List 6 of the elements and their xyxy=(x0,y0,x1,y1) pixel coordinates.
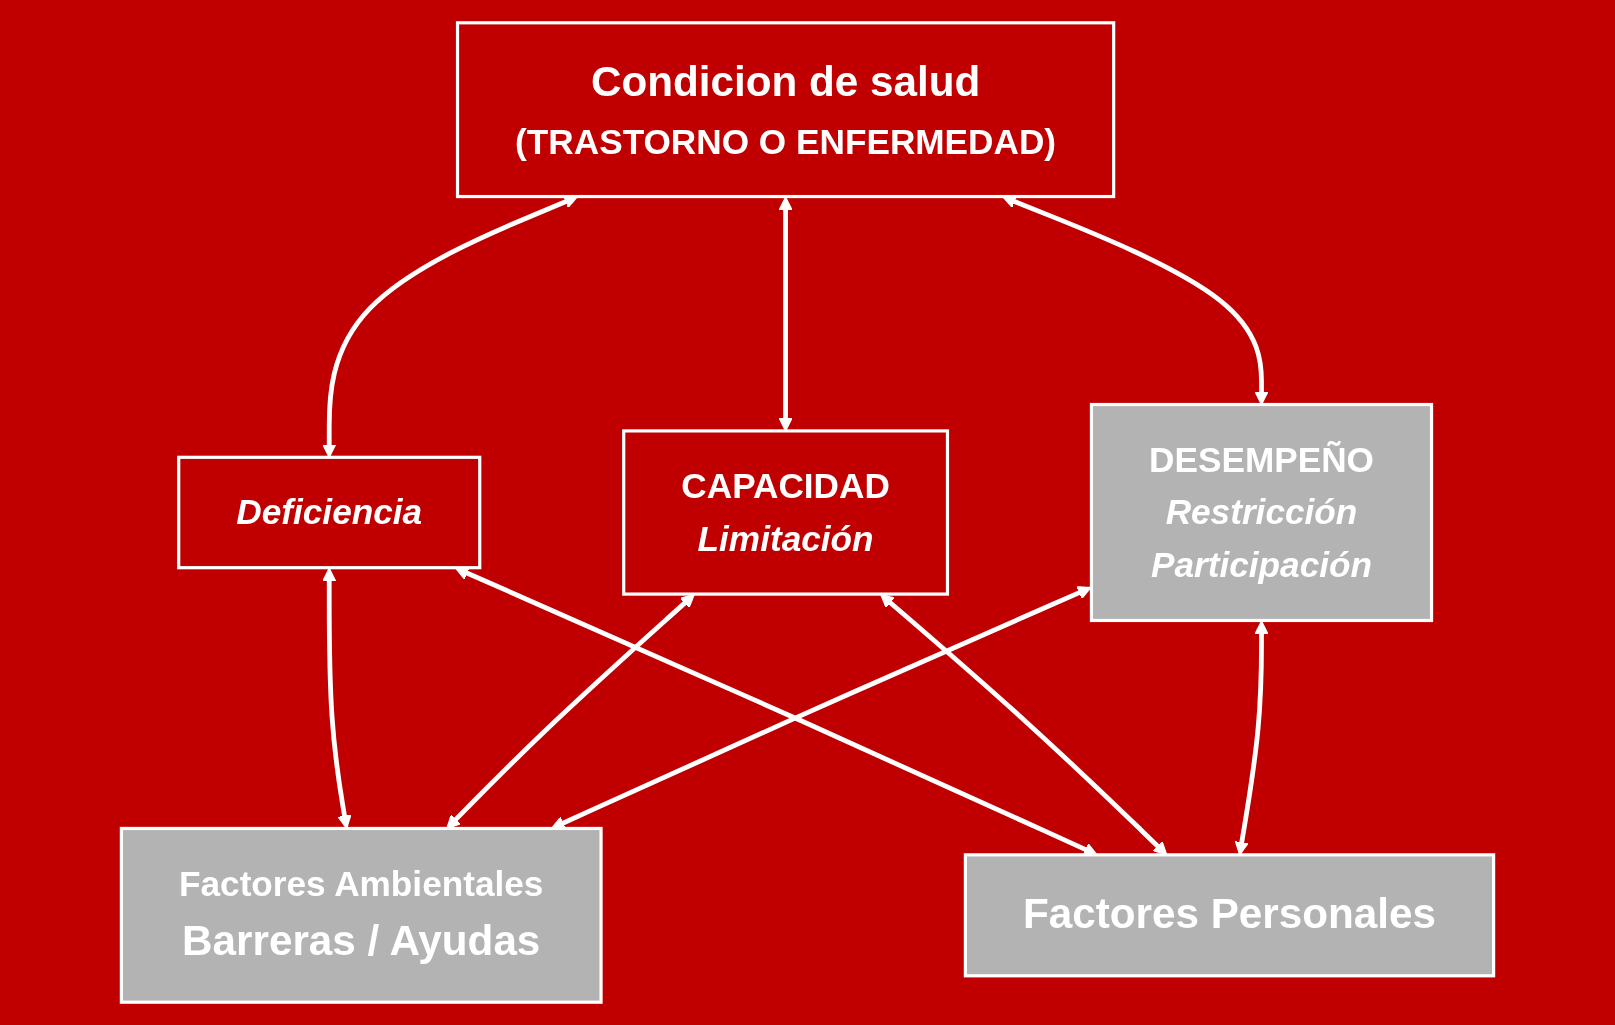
node-box: Deficiencia xyxy=(177,455,482,570)
node-box: Factores Ambientales Barreras / Ayudas xyxy=(119,826,603,1004)
node-box: DESEMPEÑO Restricción Participación xyxy=(1089,402,1434,623)
node-box: Factores Personales xyxy=(963,853,1496,978)
node-box: Condicion de salud (TRASTORNO O ENFERMEDAD) xyxy=(455,21,1116,199)
node-box: CAPACIDAD Limitación xyxy=(622,429,950,596)
